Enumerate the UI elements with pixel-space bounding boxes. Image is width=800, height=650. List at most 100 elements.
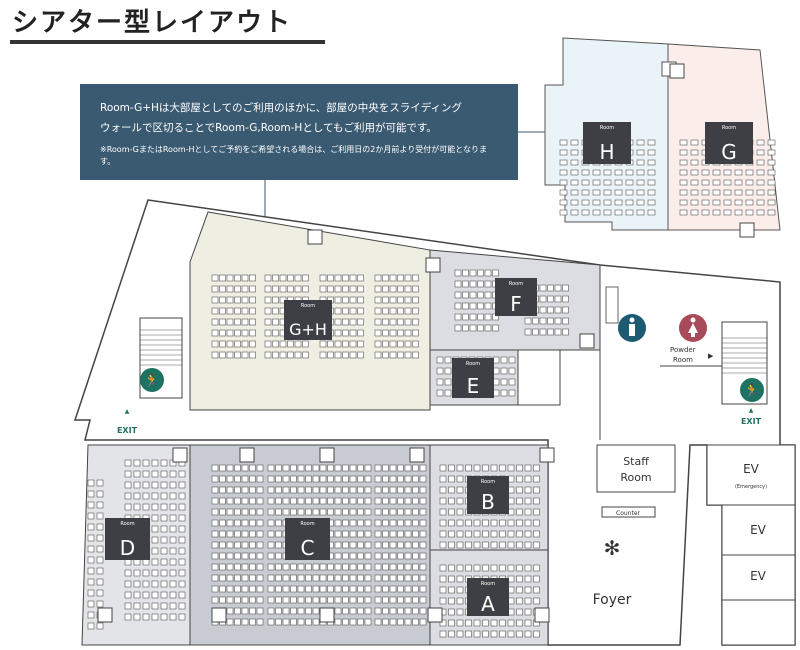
seat — [647, 169, 656, 176]
seat — [327, 585, 334, 593]
seat — [349, 497, 357, 505]
seat — [267, 585, 275, 593]
seat — [456, 519, 464, 527]
seat — [462, 302, 469, 310]
seat — [389, 274, 397, 282]
staff-room[interactable] — [596, 444, 676, 493]
seat — [397, 497, 404, 505]
seat — [327, 497, 334, 505]
pillar — [579, 333, 595, 349]
seat — [516, 508, 523, 516]
seat — [404, 519, 412, 527]
room-letter: B — [481, 490, 495, 514]
seat — [160, 525, 168, 533]
seat — [625, 179, 634, 186]
seat — [256, 563, 264, 571]
seat — [234, 541, 241, 549]
seat — [499, 541, 506, 549]
seat — [234, 552, 241, 560]
seat — [492, 324, 499, 332]
seat — [701, 199, 710, 206]
seat — [448, 541, 455, 549]
seat — [272, 351, 279, 359]
room-letter: F — [510, 292, 522, 316]
seat — [334, 607, 342, 615]
seat — [241, 607, 249, 615]
seat — [382, 519, 389, 527]
seat — [234, 607, 241, 615]
seat — [482, 619, 489, 627]
seat — [508, 389, 516, 397]
seat — [454, 291, 462, 299]
seat — [234, 530, 241, 538]
seat — [334, 530, 342, 538]
seat — [507, 541, 515, 549]
seat — [404, 285, 412, 293]
ev-2 — [721, 554, 796, 601]
seat — [241, 530, 249, 538]
seat — [297, 596, 305, 604]
seat — [241, 497, 249, 505]
seat — [448, 486, 455, 494]
seat — [516, 486, 523, 494]
seat — [219, 318, 226, 326]
seat — [142, 591, 150, 599]
seat — [484, 302, 492, 310]
seat — [178, 525, 186, 533]
seat — [767, 149, 776, 156]
seat — [448, 475, 455, 483]
seat — [756, 179, 765, 186]
seat — [679, 209, 688, 216]
seat — [272, 285, 279, 293]
seat — [349, 585, 357, 593]
seat — [219, 329, 226, 337]
seat — [397, 508, 404, 516]
seat — [334, 296, 342, 304]
seat — [382, 530, 389, 538]
seat — [334, 329, 342, 337]
seat — [364, 596, 372, 604]
seat — [256, 486, 264, 494]
seat — [507, 519, 515, 527]
seat — [342, 329, 349, 337]
seat — [297, 486, 305, 494]
seat — [374, 351, 382, 359]
seat — [524, 586, 532, 594]
seat — [226, 285, 234, 293]
seat — [701, 209, 710, 216]
seat — [456, 575, 464, 583]
seat — [319, 486, 327, 494]
seat — [226, 475, 234, 483]
seat — [241, 307, 249, 315]
seat — [516, 608, 523, 616]
seat — [389, 464, 397, 472]
seat — [500, 378, 508, 386]
seat — [456, 541, 464, 549]
seat — [211, 519, 219, 527]
seat — [570, 179, 579, 186]
seat — [374, 541, 382, 549]
seat — [267, 508, 275, 516]
seat — [374, 596, 382, 604]
seat — [524, 508, 532, 516]
seat — [234, 307, 241, 315]
seat — [647, 139, 656, 146]
seat — [282, 486, 290, 494]
seat — [357, 530, 364, 538]
seat — [211, 563, 219, 571]
seat — [592, 179, 601, 186]
seat — [211, 486, 219, 494]
seat — [448, 508, 455, 516]
seat — [374, 530, 382, 538]
seat — [305, 464, 312, 472]
seat — [723, 199, 732, 206]
seat — [342, 475, 349, 483]
ev-emergency — [706, 444, 796, 506]
seat — [436, 367, 444, 375]
seat — [211, 585, 219, 593]
seat — [226, 541, 234, 549]
seat — [234, 340, 241, 348]
seat — [349, 318, 357, 326]
